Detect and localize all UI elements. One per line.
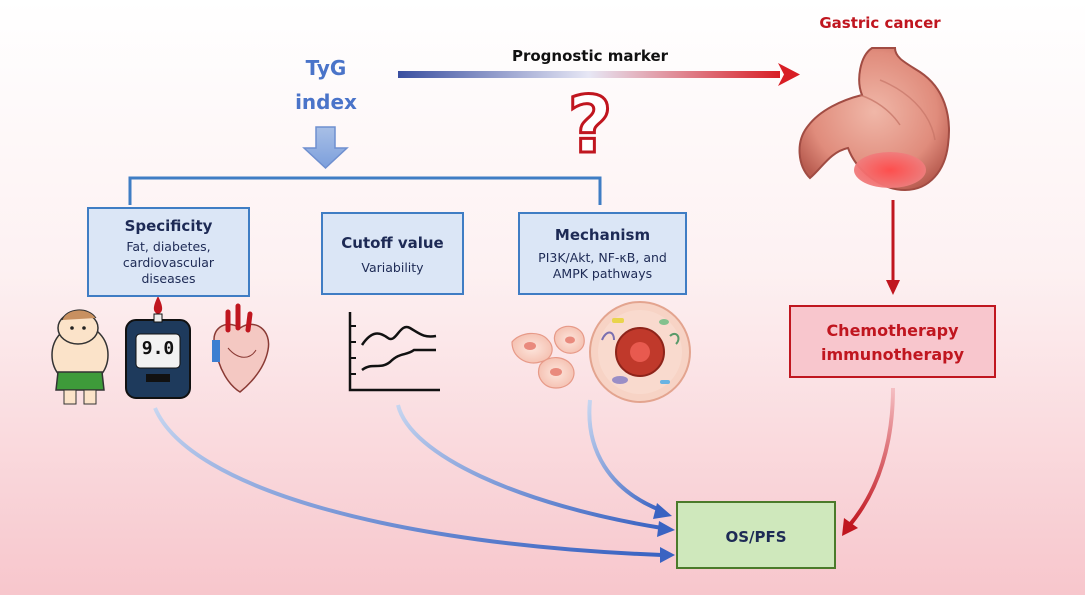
prognostic-marker-label: Prognostic marker [511,47,669,65]
specificity-line1: Fat, diabetes, [126,239,211,254]
specificity-line3: diseases [141,271,196,286]
cell-nucleus-icon [589,301,691,403]
mechanism-to-outcome-arrow [587,399,672,519]
tyg-index-title: TyG index [290,51,362,119]
stomach-to-therapy-arrow [886,200,900,295]
specificity-line2: cardiovascular [122,255,215,270]
therapy-box: Chemotherapy immunotherapy [789,305,996,378]
cutoff-box: Cutoff value Variability [321,212,464,295]
prognostic-arrow [398,63,800,86]
tyg-line1: TyG [305,56,347,80]
mechanism-line2: AMPK pathways [552,266,653,281]
mechanism-box: Mechanism PI3K/Akt, NF-κB, and AMPK path… [518,212,687,295]
cutoff-to-outcome-arrow [396,404,675,537]
therapy-line2: immunotherapy [820,345,965,364]
heart-icon [212,303,270,393]
down-arrow-icon [302,126,349,170]
glucometer-reading: 9.0 [141,338,175,359]
stomach-icon [798,47,950,192]
cutoff-title: Cutoff value [341,234,444,252]
specificity-title: Specificity [124,217,213,235]
bracket [128,176,602,205]
therapy-line1: Chemotherapy [826,321,959,340]
cells-icon [511,325,585,389]
line-graph-icon [348,312,440,392]
obese-child-icon [51,309,109,405]
specificity-to-outcome-arrow [153,407,675,563]
outcome-box: OS/PFS [676,501,836,569]
question-mark-icon: ? [567,81,612,171]
outcome-title: OS/PFS [725,528,787,546]
tyg-line2: index [295,90,357,114]
therapy-to-outcome-arrow [842,387,895,536]
mechanism-line1: PI3K/Akt, NF-κB, and [538,250,667,265]
glucometer-icon [125,296,191,399]
gastric-cancer-label: Gastric cancer [819,14,941,32]
cutoff-line1: Variability [361,260,424,275]
specificity-box: Specificity Fat, diabetes, cardiovascula… [87,207,250,297]
mechanism-title: Mechanism [554,226,651,244]
